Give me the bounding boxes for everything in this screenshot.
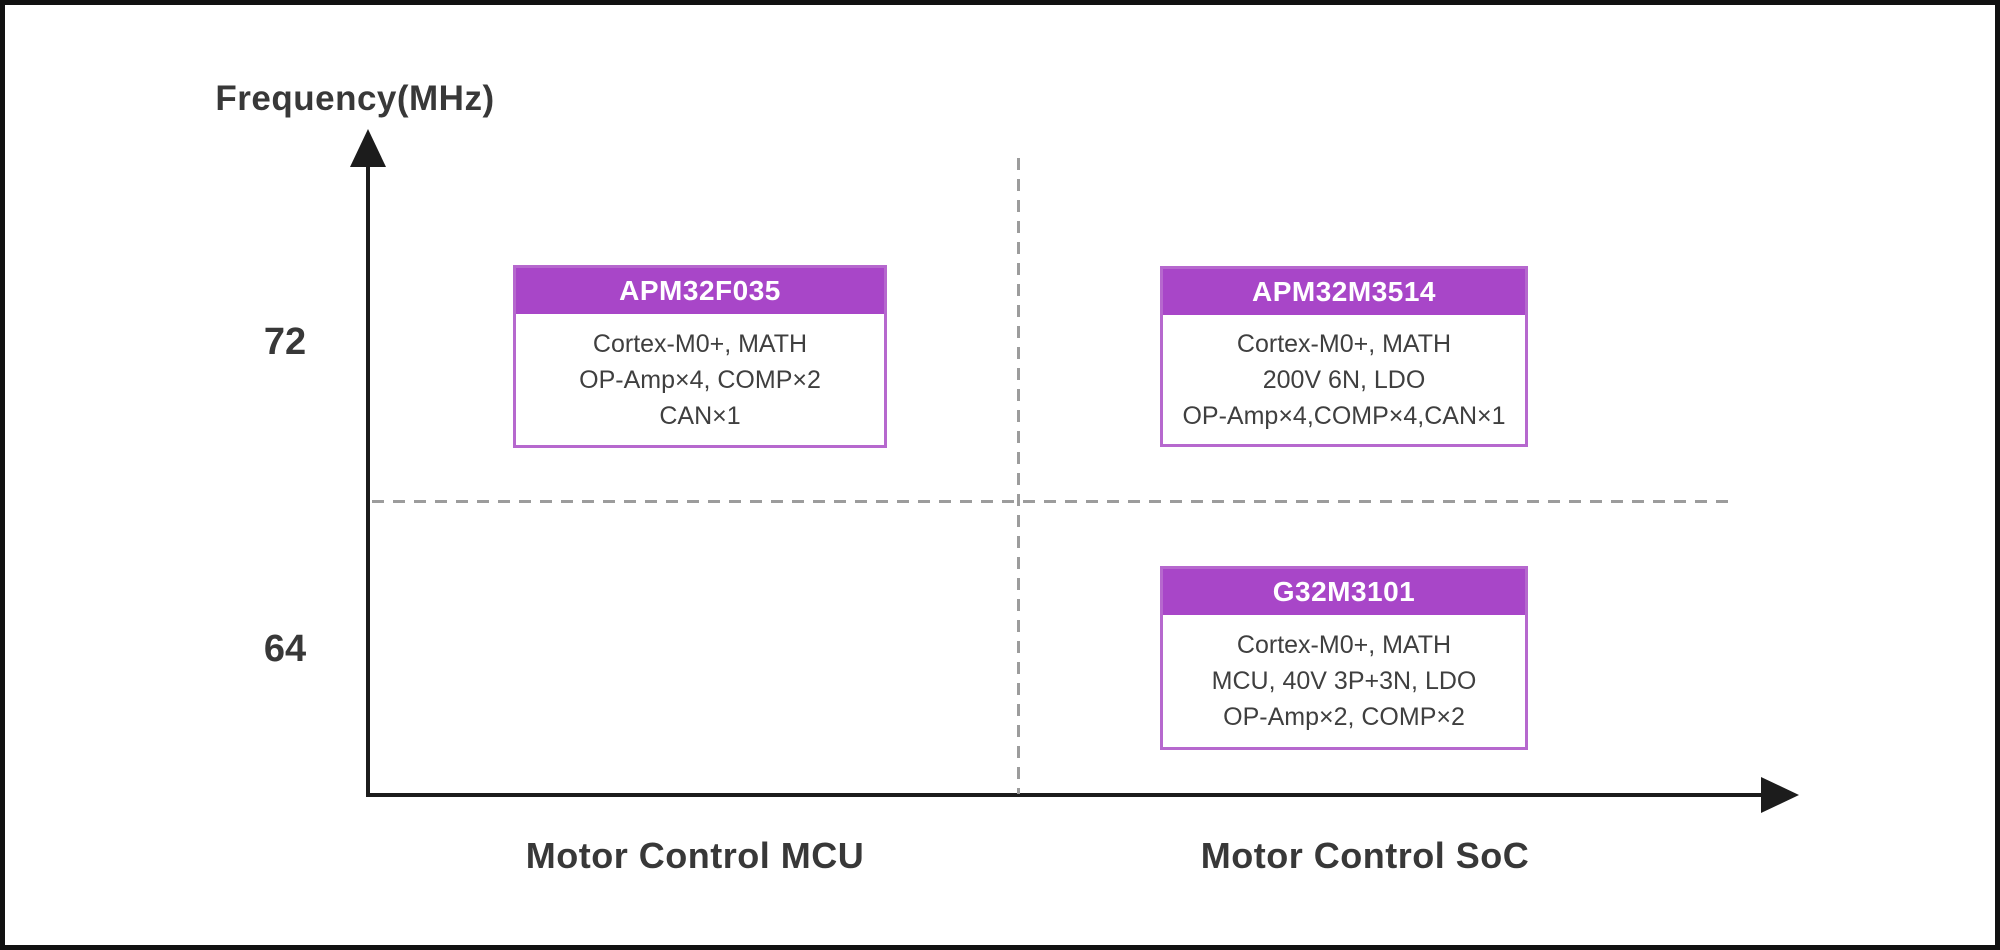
- horizontal-dashed-divider: [372, 500, 1735, 503]
- product-feature-line: OP-Amp×4, COMP×2: [579, 365, 821, 394]
- vertical-dashed-divider: [1017, 158, 1020, 794]
- product-card-body: Cortex-M0+, MATH MCU, 40V 3P+3N, LDO OP-…: [1163, 615, 1525, 747]
- product-feature-line: MCU, 40V 3P+3N, LDO: [1211, 667, 1477, 695]
- x-axis-line: [366, 793, 1766, 797]
- product-card-header: APM32M3514: [1163, 269, 1525, 315]
- y-tick-64: 64: [263, 628, 307, 670]
- product-card-body: Cortex-M0+, MATH 200V 6N, LDO OP-Amp×4,C…: [1163, 315, 1525, 444]
- product-feature-line: 200V 6N, LDO: [1262, 365, 1426, 394]
- product-card-apm32f035: APM32F035 Cortex-M0+, MATH OP-Amp×4, COM…: [513, 265, 887, 448]
- y-axis-title: Frequency(MHz): [215, 79, 495, 118]
- product-card-header: G32M3101: [1163, 569, 1525, 615]
- x-axis-arrow-icon: [1761, 777, 1799, 813]
- product-feature-line: Cortex-M0+, MATH: [592, 329, 808, 358]
- x-category-label-soc: Motor Control SoC: [1200, 835, 1530, 876]
- product-card-apm32m3514: APM32M3514 Cortex-M0+, MATH 200V 6N, LDO…: [1160, 266, 1528, 447]
- product-card-g32m3101: G32M3101 Cortex-M0+, MATH MCU, 40V 3P+3N…: [1160, 566, 1528, 750]
- x-category-label-mcu: Motor Control MCU: [525, 835, 865, 876]
- product-card-body: Cortex-M0+, MATH OP-Amp×4, COMP×2 CAN×1: [516, 314, 884, 445]
- product-feature-line: Cortex-M0+, MATH: [1236, 329, 1452, 358]
- product-feature-line: OP-Amp×4,COMP×4,CAN×1: [1182, 401, 1506, 430]
- product-card-header: APM32F035: [516, 268, 884, 314]
- product-feature-line: Cortex-M0+, MATH: [1236, 631, 1452, 659]
- product-feature-line: OP-Amp×2, COMP×2: [1223, 703, 1465, 731]
- y-axis-line: [366, 153, 370, 797]
- product-feature-line: CAN×1: [659, 401, 741, 430]
- y-tick-72: 72: [263, 321, 307, 363]
